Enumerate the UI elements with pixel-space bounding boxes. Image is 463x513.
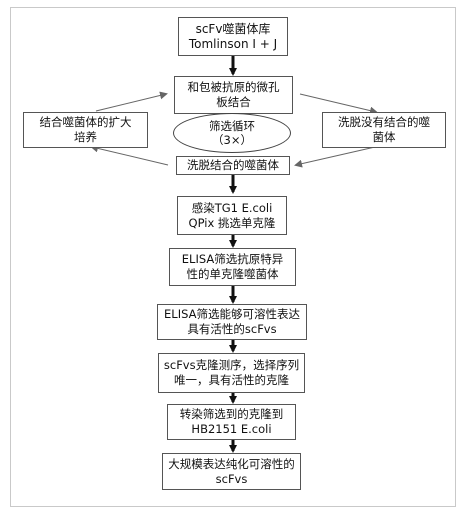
express-line1: 大规模表达纯化可溶性的 <box>168 456 295 471</box>
transform-line1: 转染筛选到的克隆到 <box>179 407 284 421</box>
elute-box: 洗脱结合的噬菌体 <box>176 156 290 175</box>
transform-box: 转染筛选到的克隆到 HB2151 E.coli <box>167 404 296 440</box>
elisa2-line2: 具有活性的scFvs <box>187 322 277 336</box>
elisa2-line1: ELISA筛选能够可溶性表达 <box>164 307 300 321</box>
cycle-line1: 筛选循环 <box>209 119 255 133</box>
wash-box: 洗脱没有结合的噬 菌体 <box>322 112 446 148</box>
cycle-line2: （3×） <box>212 133 252 147</box>
infect-line2: QPix 挑选单克隆 <box>188 215 276 230</box>
library-line2: Tomlinson I + J <box>188 36 278 51</box>
wash-line2: 菌体 <box>372 130 396 144</box>
library-line1: scFv噬菌体库 <box>195 21 271 36</box>
elute-line1: 洗脱结合的噬菌体 <box>187 158 279 172</box>
amplify-box: 结合噬菌体的扩大 培养 <box>23 112 148 148</box>
cycle-ellipse: 筛选循环 （3×） <box>173 113 291 153</box>
infect-line1: 感染TG1 E.coli <box>191 200 273 215</box>
sequence-line2: 唯一，具有活性的克隆 <box>174 373 289 387</box>
elisa2-box: ELISA筛选能够可溶性表达 具有活性的scFvs <box>157 304 307 340</box>
elisa1-line1: ELISA筛选抗原特异 <box>181 252 284 266</box>
coat-box: 和包被抗原的微孔 板结合 <box>174 76 293 114</box>
sequence-line1: scFvs克隆测序，选择序列 <box>163 358 300 372</box>
elisa1-line2: 性的单克隆噬菌体 <box>186 267 279 281</box>
amplify-line2: 培养 <box>74 130 97 144</box>
arrow-coat-to-wash <box>299 93 378 115</box>
arrow-elute-to-amplify <box>90 144 169 166</box>
elisa1-box: ELISA筛选抗原特异 性的单克隆噬菌体 <box>169 248 296 286</box>
express-box: 大规模表达纯化可溶性的 scFvs <box>162 453 301 490</box>
library-box: scFv噬菌体库 Tomlinson I + J <box>178 17 288 56</box>
express-line2: scFvs <box>215 471 248 486</box>
arrow-amplify-to-coat <box>95 91 168 112</box>
coat-line1: 和包被抗原的微孔 <box>187 80 280 94</box>
sequence-box: scFvs克隆测序，选择序列 唯一，具有活性的克隆 <box>158 353 305 393</box>
diagram-frame <box>10 7 456 507</box>
transform-line2: HB2151 E.coli <box>191 422 272 436</box>
arrow-wash-to-elute <box>294 146 376 168</box>
coat-line2: 板结合 <box>216 95 251 109</box>
amplify-line1: 结合噬菌体的扩大 <box>39 115 132 129</box>
wash-line1: 洗脱没有结合的噬 <box>338 115 430 129</box>
infect-box: 感染TG1 E.coli QPix 挑选单克隆 <box>177 196 287 235</box>
